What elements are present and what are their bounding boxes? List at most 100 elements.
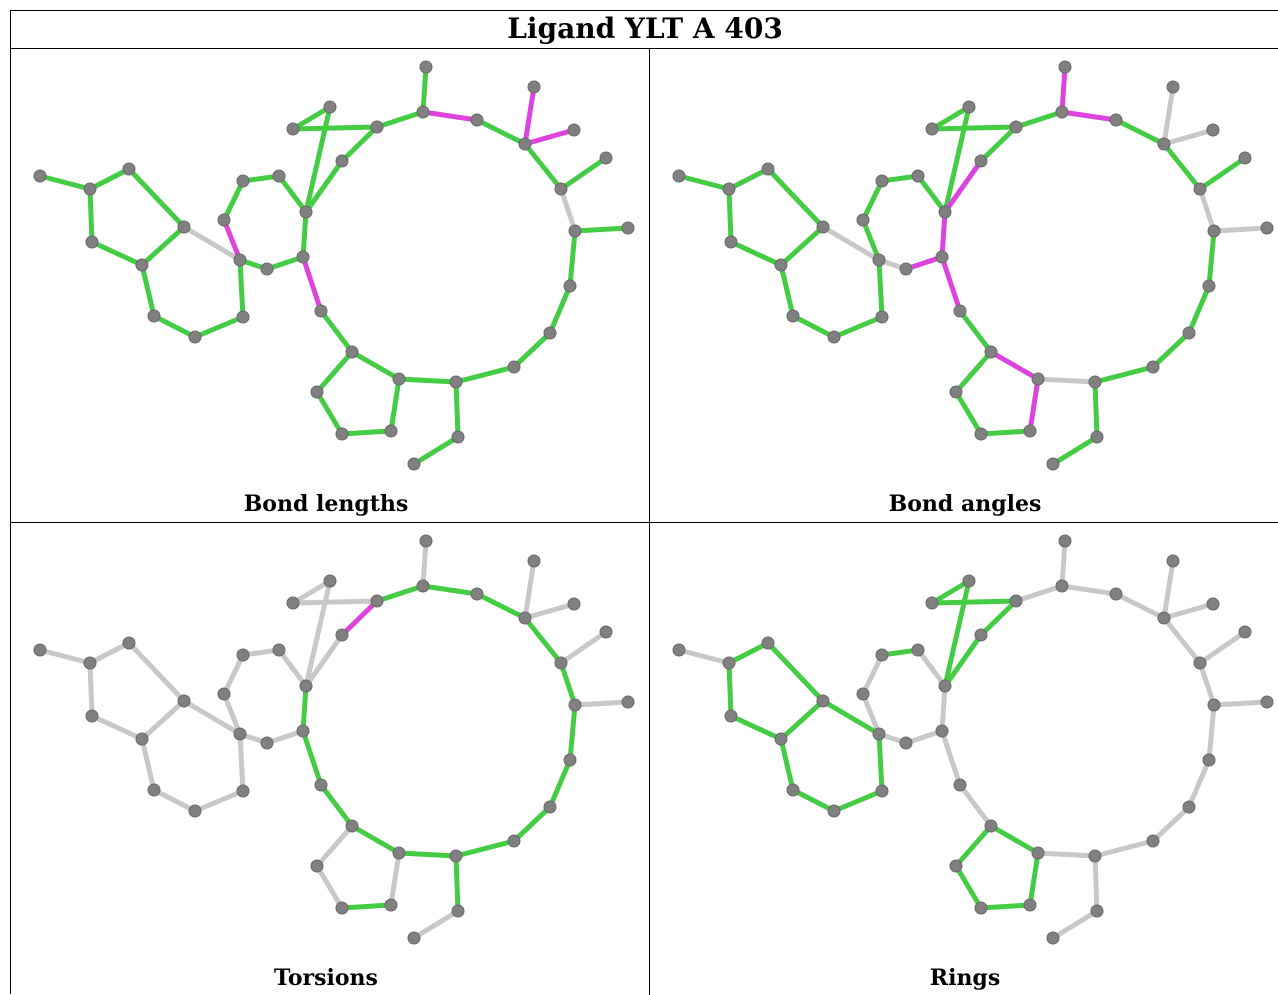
bond-b15 [276, 647, 309, 689]
atom-a24 [451, 430, 465, 444]
bond-b13 [221, 652, 246, 697]
atom-a31 [953, 778, 967, 792]
bond-b40 [558, 155, 609, 192]
bond-b17 [929, 578, 972, 606]
atom-a2 [272, 169, 286, 183]
bond-b37 [1206, 228, 1217, 289]
bond-b8 [151, 787, 198, 814]
bond-b7 [139, 736, 157, 793]
caption-bond-lengths: Bond lengths [243, 491, 409, 517]
atom-a20 [563, 279, 577, 293]
atom-a8 [286, 596, 300, 610]
atom-a39 [83, 182, 97, 196]
atom-a26 [392, 372, 406, 386]
bond-b24 [300, 728, 324, 788]
atom-a20 [563, 753, 577, 767]
bond-b25 [957, 782, 994, 829]
bond-b33 [411, 908, 461, 941]
atom-a18 [1207, 698, 1221, 712]
atom-a20 [1202, 279, 1216, 293]
molecule-bond-angles [672, 60, 1274, 471]
atom-a31 [314, 304, 328, 318]
bond-b31 [396, 376, 459, 385]
bond-b6 [726, 186, 734, 245]
bond-b43 [1161, 601, 1216, 621]
bond-b40 [1197, 155, 1248, 192]
atom-a5 [233, 727, 247, 741]
bond-b11 [181, 698, 243, 737]
bond-b8 [790, 787, 837, 814]
atom-a11 [1055, 105, 1069, 119]
atom-a34 [827, 330, 841, 344]
atom-a40 [724, 235, 738, 249]
atom-a23 [1088, 849, 1102, 863]
atom-a14 [527, 80, 541, 94]
bond-b44 [1113, 591, 1167, 621]
bond-b19 [339, 598, 380, 638]
atom-a6 [899, 262, 913, 276]
bond-b41 [1161, 615, 1203, 666]
bond-b19 [978, 598, 1019, 638]
bond-b9 [831, 314, 885, 340]
atom-a22 [1146, 834, 1160, 848]
bond-b2 [726, 640, 771, 666]
bond-b40 [1197, 629, 1248, 666]
atom-a12 [1109, 113, 1123, 127]
panel-bond-angles [650, 49, 1278, 519]
atom-a42 [1058, 60, 1072, 74]
atom-a21 [1182, 800, 1196, 814]
atom-a19 [1260, 221, 1274, 235]
bond-b18 [929, 124, 1019, 132]
atom-a7 [935, 724, 949, 738]
bond-b45 [420, 583, 480, 597]
atom-a3 [875, 174, 889, 188]
atom-a13 [1157, 137, 1171, 151]
atom-a38 [761, 636, 775, 650]
bond-b38 [1211, 225, 1270, 234]
bond-b30 [314, 349, 355, 395]
atom-a42 [419, 534, 433, 548]
atom-a29 [310, 385, 324, 399]
bond-b16 [303, 104, 333, 215]
bond-b31 [396, 850, 459, 859]
atom-a19 [1260, 695, 1274, 709]
atom-a35 [786, 309, 800, 323]
bond-b13 [860, 178, 885, 223]
atom-a30 [984, 819, 998, 833]
bond-b11 [181, 224, 243, 263]
bond-b39 [558, 660, 578, 708]
bond-b32 [453, 853, 461, 914]
bond-b46 [420, 538, 429, 589]
bond-b29 [314, 863, 345, 911]
bond-b37 [567, 228, 578, 289]
atom-a40 [724, 709, 738, 723]
atom-a28 [335, 427, 349, 441]
bond-b19 [339, 124, 380, 164]
horizontal-divider [11, 522, 1278, 523]
atom-a3 [875, 648, 889, 662]
caption-torsions: Torsions [274, 965, 378, 991]
atom-a32 [974, 628, 988, 642]
bond-b11 [820, 224, 882, 263]
bond-b1 [676, 173, 732, 192]
bond-b30 [314, 823, 355, 869]
atom-a36 [135, 258, 149, 272]
atom-a29 [310, 859, 324, 873]
bond-b35 [511, 804, 553, 844]
bond-b18 [290, 598, 380, 606]
bond-b39 [1197, 186, 1217, 234]
atom-a33 [875, 784, 889, 798]
atom-a17 [599, 625, 613, 639]
bond-b3 [765, 166, 826, 230]
bond-b39 [558, 186, 578, 234]
atom-a6 [260, 262, 274, 276]
atom-a27 [384, 898, 398, 912]
bond-b17 [290, 578, 333, 606]
bond-b24 [939, 254, 963, 314]
atom-a4 [217, 213, 231, 227]
atom-a27 [384, 424, 398, 438]
atom-a33 [875, 310, 889, 324]
atom-a37 [816, 694, 830, 708]
atom-a23 [449, 375, 463, 389]
atom-a34 [188, 804, 202, 818]
